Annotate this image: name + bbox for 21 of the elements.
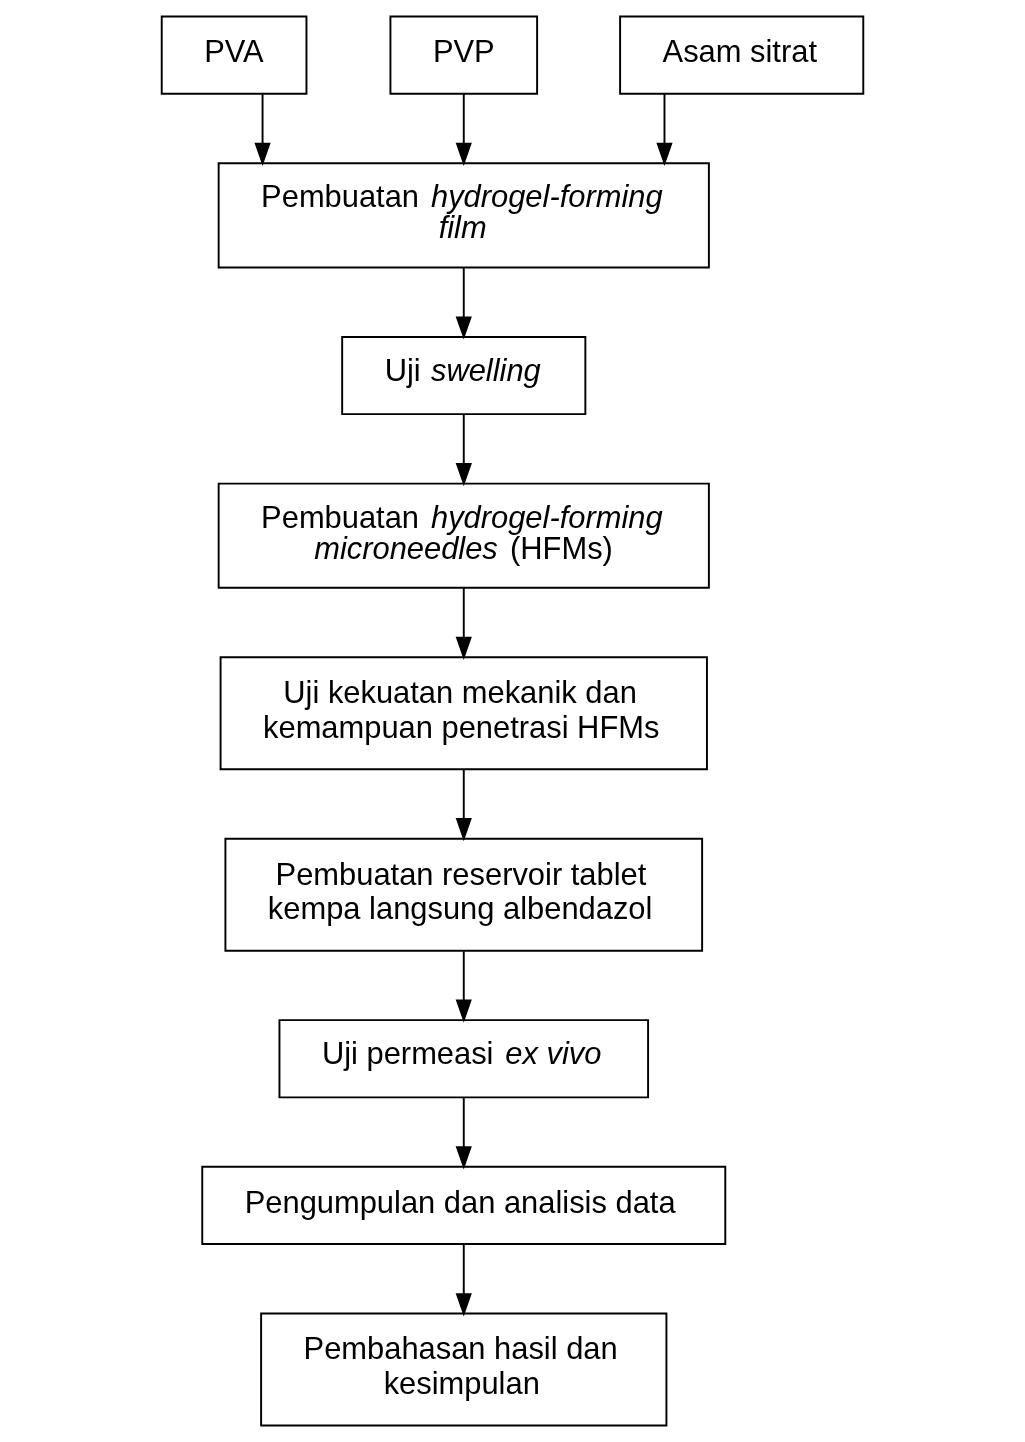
node-box: Pembahasan hasil dan kesimpulan	[260, 1312, 668, 1427]
node-box: Uji swelling	[341, 335, 587, 416]
node-box: Pembuatan hydrogel-forming microneedles (HFMs)	[217, 482, 710, 589]
node-box: PVP	[389, 15, 539, 95]
node-box: Uji kekuatan mekanik dan kemampuan penetrasi HFMs	[219, 656, 708, 771]
node-box: Uji permeasi ex vivo	[278, 1019, 650, 1099]
node-box: Pembuatan hydrogel-forming film	[217, 162, 710, 269]
arrow	[455, 587, 472, 660]
arrow	[656, 92, 673, 166]
arrow	[455, 950, 472, 1023]
arrow	[455, 413, 472, 487]
arrow	[455, 1243, 472, 1317]
arrow	[455, 768, 472, 842]
node-box: Asam sitrat	[619, 15, 865, 95]
arrow	[455, 1097, 472, 1170]
arrow	[254, 92, 271, 166]
node-box: Pengumpulan dan analisis data	[201, 1165, 727, 1245]
arrow	[455, 92, 472, 166]
node-box: Pembuatan reservoir tablet kempa langsung albendazol	[224, 837, 704, 952]
arrow	[455, 266, 472, 340]
node-box: PVA	[160, 15, 308, 95]
